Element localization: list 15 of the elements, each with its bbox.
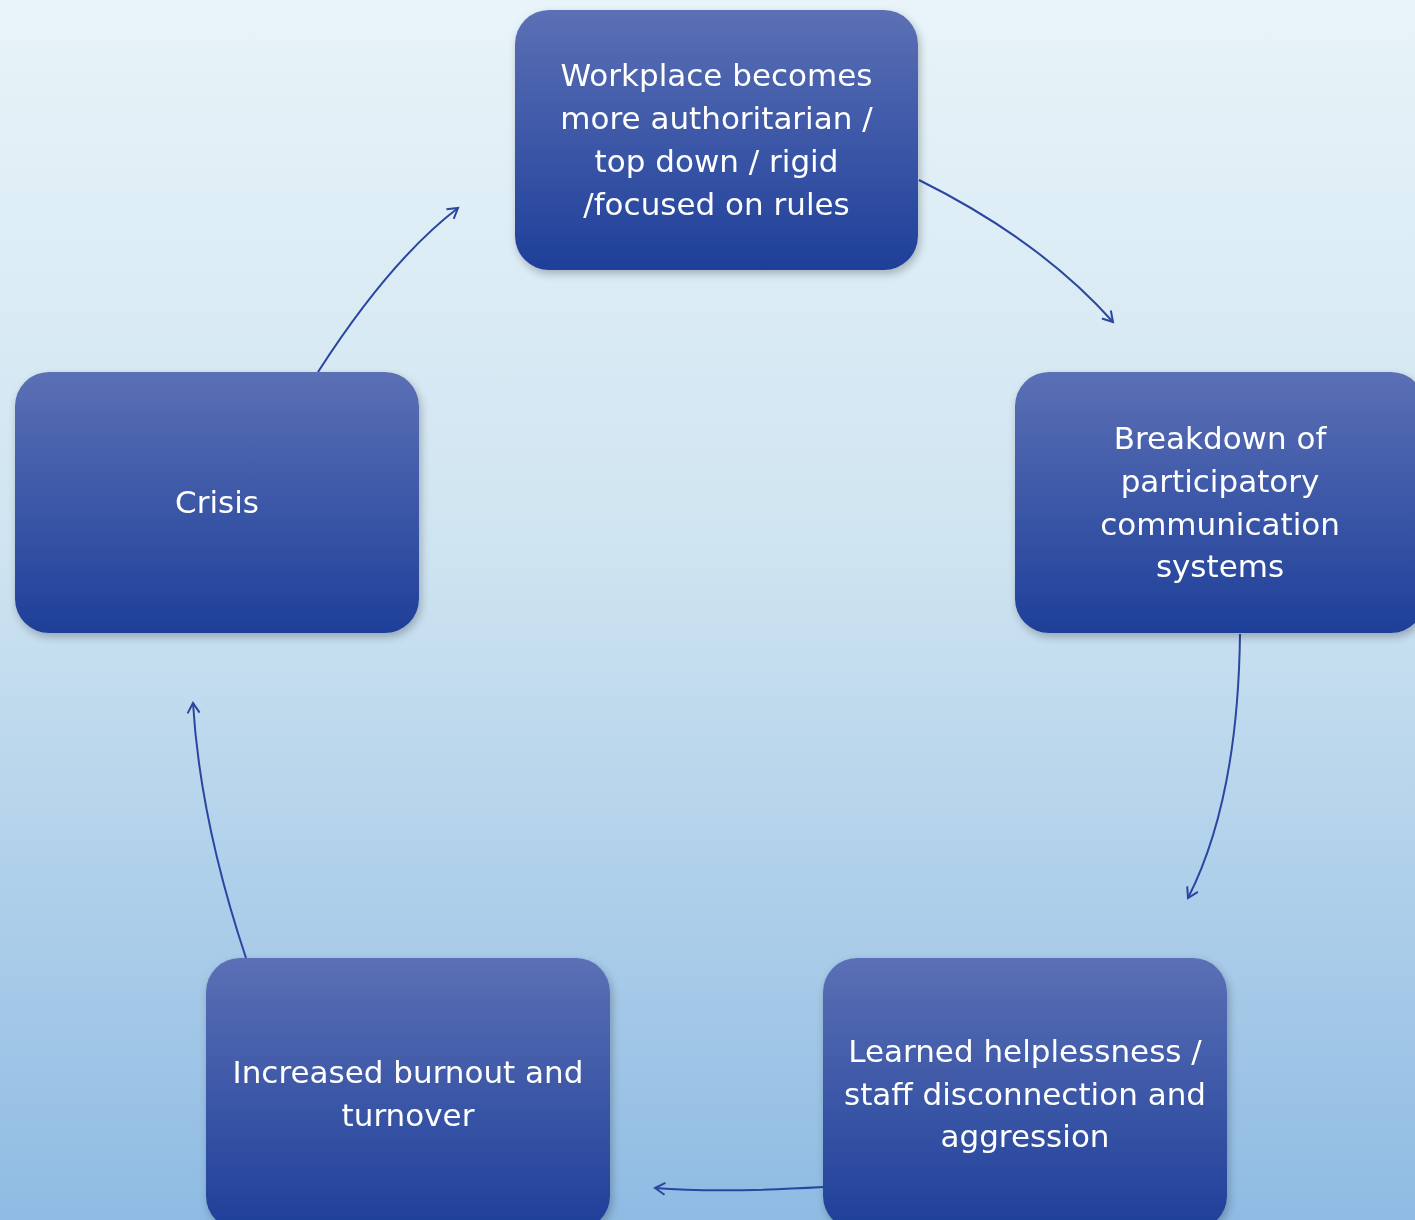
arrow	[186, 702, 247, 959]
box-text: Learned helplessness / staff disconnection and aggression	[843, 1031, 1207, 1157]
arrow	[654, 1181, 824, 1196]
arrow	[918, 179, 1114, 323]
process-box	[1015, 372, 1415, 633]
process-box	[15, 372, 419, 633]
box-text: Crisis	[175, 483, 259, 523]
process-box	[823, 958, 1227, 1220]
box-text: Increased burnout and turnover	[231, 1053, 585, 1135]
arrow	[1185, 633, 1241, 899]
arrow	[317, 207, 459, 373]
process-box	[515, 10, 918, 270]
box-text: Workplace becomes more authoritarian / top down / rigid /focused on rules	[559, 56, 874, 224]
process-box	[206, 958, 610, 1220]
box-text: Breakdown of participatory communication systems	[1099, 418, 1341, 587]
